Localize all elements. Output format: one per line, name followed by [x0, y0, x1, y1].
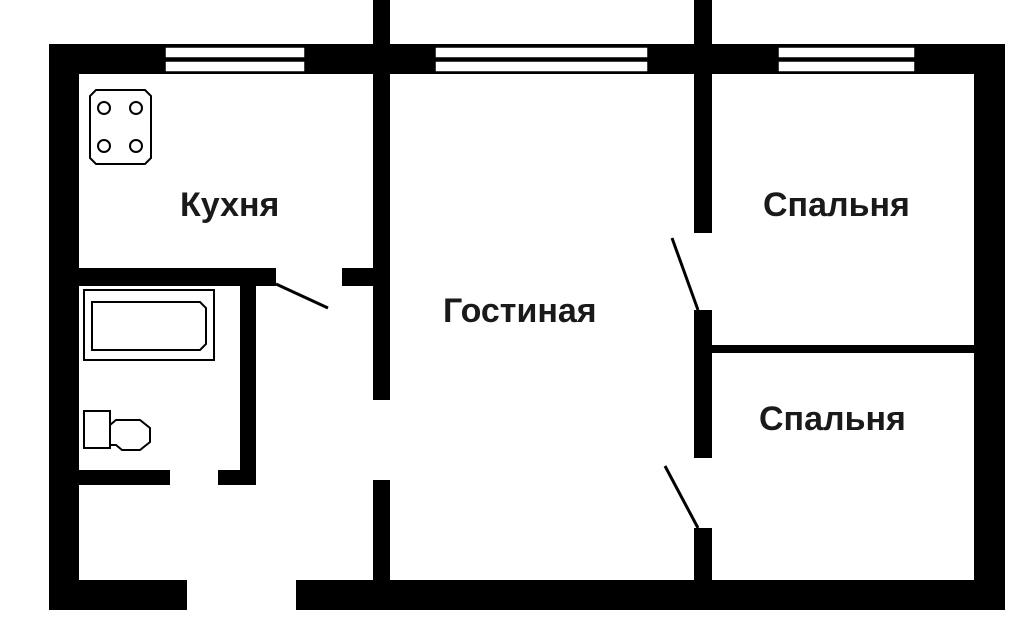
- living-right-wall-3: [694, 528, 712, 580]
- door-bedroom-2: [663, 465, 700, 529]
- bathtub-icon: [83, 289, 215, 361]
- room-label-bedroom-2: Спальня: [759, 400, 906, 438]
- right-wall: [974, 44, 1005, 610]
- toilet-icon: [83, 410, 151, 451]
- wall-stub-top-left: [373, 0, 390, 44]
- window-bedroom: [777, 46, 916, 73]
- kitchen-wall-stub: [342, 268, 373, 286]
- room-label-kitchen: Кухня: [180, 186, 279, 224]
- door-bedroom-1: [670, 237, 700, 311]
- room-label-bedroom-1: Спальня: [763, 186, 910, 224]
- walls: [49, 0, 1005, 610]
- doors: [275, 237, 700, 529]
- door-kitchen: [275, 282, 329, 310]
- living-right-wall-1: [694, 74, 712, 233]
- left-wall: [49, 44, 79, 610]
- window-kitchen: [164, 46, 306, 73]
- bathroom-bottom-wall-left: [79, 470, 170, 485]
- living-left-wall-lower: [373, 480, 390, 580]
- bathroom-bottom-wall-right: [218, 470, 256, 485]
- wall-stub-top-right: [694, 0, 712, 44]
- stove-icon: [89, 89, 152, 165]
- window-living: [434, 46, 649, 73]
- living-left-wall-upper: [373, 74, 390, 400]
- living-right-wall-2: [694, 310, 712, 458]
- windows: [164, 46, 916, 73]
- bottom-wall-right: [296, 580, 1005, 610]
- kitchen-wall: [79, 268, 276, 286]
- bedroom-divider: [712, 345, 974, 353]
- room-label-living-room: Гостиная: [443, 292, 597, 330]
- bottom-wall-left: [49, 580, 187, 610]
- bathroom-right-wall: [240, 286, 256, 485]
